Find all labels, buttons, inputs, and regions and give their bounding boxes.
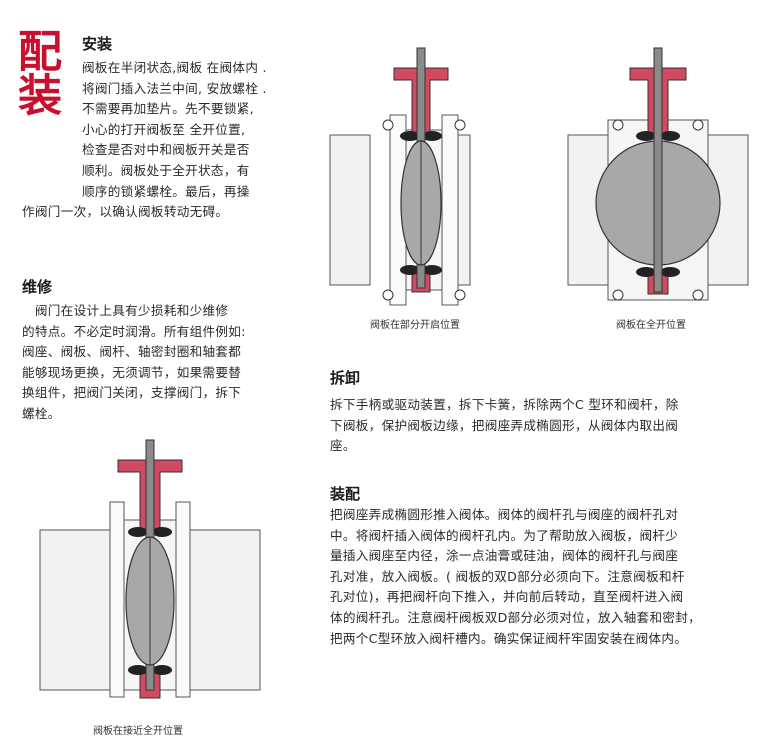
assemble-line: 孔对位)，再把阀杆向下推入，并向前后转动，直至阀杆进入阀 bbox=[330, 589, 684, 605]
disassemble-line: 座。 bbox=[330, 438, 356, 454]
assemble-line: 体的阀杆孔。注意阀杆阀板双D部分必须对位，放入轴套和密封， bbox=[330, 609, 702, 625]
maintain-line: 螺栓。 bbox=[22, 405, 61, 421]
install-line: 阀板在半闭状态,阀板 在阀体内 . bbox=[82, 60, 267, 75]
disassemble-line: 拆下手柄或驱动装置，拆下卡簧，拆除两个C 型环和阀杆，除 bbox=[330, 397, 679, 412]
install-line: 不需要再加垫片。先不要锁紧, bbox=[82, 101, 254, 117]
maintain-line: 阀门在设计上具有少损耗和少维修 bbox=[22, 303, 229, 318]
assemble-line: 把两个C型环放入阀杆槽内。确实保证阀杆牢固安装在阀体内。 bbox=[330, 630, 688, 646]
maintain-heading: 维修 bbox=[22, 278, 53, 296]
install-line: 顺序的锁紧螺栓。最后，再操 bbox=[82, 183, 250, 199]
assemble-heading: 装配 bbox=[330, 485, 361, 503]
assemble-text: 把阀座弄成椭圆形推入阀体。阀体的阀杆孔与阀座的阀杆孔对 中。将阀杆插入阀体的阀杆… bbox=[330, 505, 701, 649]
assemble-line: 孔对准，放入阀板。( 阀板的双D部分必须向下。注意阀板和杆 bbox=[330, 568, 685, 584]
assemble-line: 把阀座弄成椭圆形推入阀体。阀体的阀杆孔与阀座的阀杆孔对 bbox=[330, 507, 679, 522]
caption-full-open: 阀板在全开位置 bbox=[616, 320, 686, 331]
assemble-line: 量插入阀座至内径，涂一点油膏或硅油，阀体的阀杆孔与阀座 bbox=[330, 548, 679, 564]
maintain-line: 的特点。不必定时润滑。所有组件例如: bbox=[22, 323, 246, 339]
valve-full-open-diagram bbox=[567, 47, 749, 301]
install-line: 小心的打开阀板至 全开位置, bbox=[82, 121, 246, 137]
maintain-line: 换组件，把阀门关闭，支撑阀门，拆下 bbox=[22, 385, 242, 401]
install-line: 检查是否对中和阀板开关是否 bbox=[82, 142, 250, 158]
install-line: 将阀门插入法兰中间, 安放螺栓 . bbox=[82, 80, 267, 96]
install-text: 阀板在半闭状态,阀板 在阀体内 . 将阀门插入法兰中间, 安放螺栓 . 不需要再… bbox=[22, 58, 267, 223]
maintain-line: 能够现场更换，无须调节，如果需要替 bbox=[22, 364, 242, 380]
install-line: 作阀门一次，以确认阀板转动无碍。 bbox=[22, 204, 229, 220]
caption-partial-open: 阀板在部分开启位置 bbox=[370, 320, 460, 331]
install-heading: 安装 bbox=[82, 35, 113, 53]
install-line: 顺利。阀板处于全开状态，有 bbox=[82, 162, 250, 178]
disassemble-text: 拆下手柄或驱动装置，拆下卡簧，拆除两个C 型环和阀杆，除 下阀板，保护阀板边缘，… bbox=[330, 395, 679, 457]
caption-near-full-open: 阀板在接近全开位置 bbox=[93, 726, 183, 737]
maintain-text: 阀门在设计上具有少损耗和少维修 的特点。不必定时润滑。所有组件例如: 阀座、阀板… bbox=[22, 301, 246, 425]
assemble-line: 中。将阀杆插入阀体的阀杆孔内。为了帮助放入阀板，阀杆少 bbox=[330, 527, 679, 543]
disassemble-heading: 拆卸 bbox=[330, 369, 361, 387]
valve-partial-open-diagram bbox=[329, 47, 471, 306]
maintain-line: 阀座、阀板、阀杆、轴密封圈和轴套都 bbox=[22, 344, 242, 360]
section-stamp: 配装 bbox=[10, 28, 61, 116]
disassemble-line: 下阀板，保护阀板边缘，把阀座弄成椭圆形，从阀体内取出阀 bbox=[330, 417, 679, 433]
valve-near-full-open-diagram bbox=[39, 439, 261, 699]
